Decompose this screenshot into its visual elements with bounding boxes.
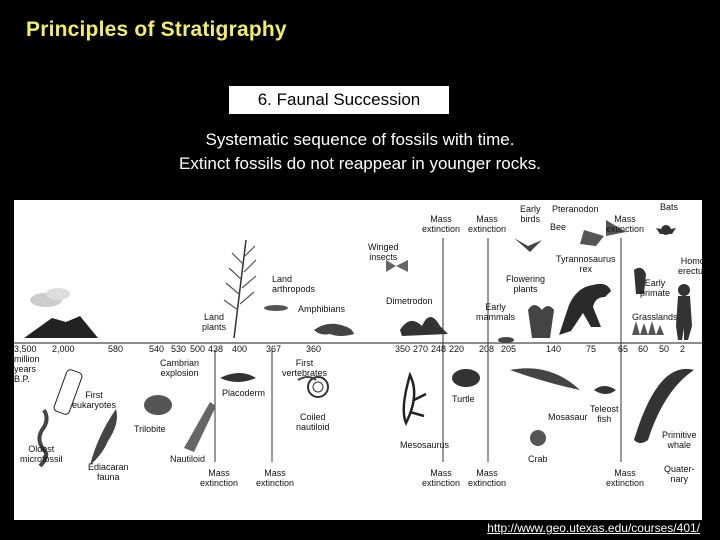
whale-icon — [634, 368, 694, 443]
placoderm-label: Placoderm — [222, 388, 266, 398]
tick-label: 400 — [232, 344, 248, 354]
source-link[interactable]: http://www.geo.utexas.edu/courses/401/ — [487, 521, 700, 535]
mosasaur-label: Mosasaur — [548, 412, 588, 422]
mesosaurus-label: Mesosaurus — [400, 440, 450, 450]
flowering-plant-icon — [528, 305, 554, 338]
primate-icon — [634, 267, 646, 294]
tick-label: 208 — [479, 344, 495, 354]
trilobite-label: Trilobite — [134, 424, 166, 434]
trilobite-icon — [144, 395, 172, 415]
turtle-icon — [452, 369, 480, 387]
volcano-icon — [24, 316, 98, 338]
teleost-fish-icon — [594, 386, 616, 394]
mesosaurus-icon — [402, 371, 427, 426]
tick-label: 540 — [149, 344, 165, 354]
bee-label: Bee — [550, 222, 567, 232]
homo-erectus-icon — [678, 284, 690, 296]
bird-icon — [514, 238, 542, 252]
tick-label: 248 — [431, 344, 447, 354]
grass-icon — [632, 321, 664, 335]
grasslands-label: Grasslands — [632, 312, 678, 322]
tick-label: 205 — [501, 344, 517, 354]
mosasaur-icon — [510, 368, 580, 390]
tick-label: 350 — [395, 344, 411, 354]
tick-label: 65 — [618, 344, 629, 354]
amphibian-icon — [314, 323, 354, 336]
tick-label: 2 — [680, 344, 686, 354]
insect-icon — [386, 260, 408, 272]
fern-icon — [233, 239, 247, 339]
tick-label: 438 — [208, 344, 224, 354]
ediacaran-icon — [90, 409, 117, 465]
slide-title: Principles of Stratigraphy — [26, 18, 287, 41]
nautiloid-label: Nautiloid — [170, 454, 206, 464]
tick-label: 367 — [266, 344, 282, 354]
tick-label: 140 — [546, 344, 562, 354]
description-line-1: Systematic sequence of fossils with time… — [205, 130, 515, 149]
description-line-2: Extinct fossils do not reappear in young… — [179, 154, 541, 173]
tyrannosaurus-icon — [559, 283, 611, 335]
tick-label: 50 — [659, 344, 670, 354]
tick-label: 75 — [586, 344, 597, 354]
tick-label: 60 — [638, 344, 649, 354]
crab-icon — [530, 430, 546, 446]
tick-label: 270 — [413, 344, 429, 354]
vertebrate-icon — [297, 376, 317, 381]
subtitle-box: 6. Faunal Succession — [229, 86, 449, 114]
nautiloid-icon — [184, 402, 216, 452]
arthropod-icon — [264, 305, 288, 311]
eukaryote-icon — [53, 369, 83, 415]
slide-description: Systematic sequence of fossils with time… — [0, 128, 720, 176]
microfossil-icon — [37, 408, 49, 468]
amphibians-label: Amphibians — [298, 304, 346, 314]
tick-label: 2,000 — [52, 344, 75, 354]
pteranodon-icon — [580, 220, 626, 246]
tick-label: 580 — [108, 344, 124, 354]
placoderm-icon — [220, 373, 256, 382]
pteranodon-label: Pteranodon — [552, 204, 599, 214]
mammal-icon — [498, 337, 514, 343]
crab-label: Crab — [528, 454, 548, 464]
tick-label: 360 — [306, 344, 322, 354]
timeline-illustration — [14, 220, 702, 468]
dimetrodon-label: Dimetrodon — [386, 296, 433, 306]
dimetrodon-icon — [400, 317, 448, 336]
tick-label: 500 — [190, 344, 206, 354]
bats-label: Bats — [660, 202, 679, 212]
turtle-label: Turtle — [452, 394, 475, 404]
tick-label: 530 — [171, 344, 187, 354]
coiled-nautiloid-icon — [307, 376, 329, 398]
quaternary-label: Quater-nary — [664, 464, 695, 484]
homo-erectus-label: Homoerectus — [678, 256, 702, 276]
tick-label: 220 — [449, 344, 465, 354]
